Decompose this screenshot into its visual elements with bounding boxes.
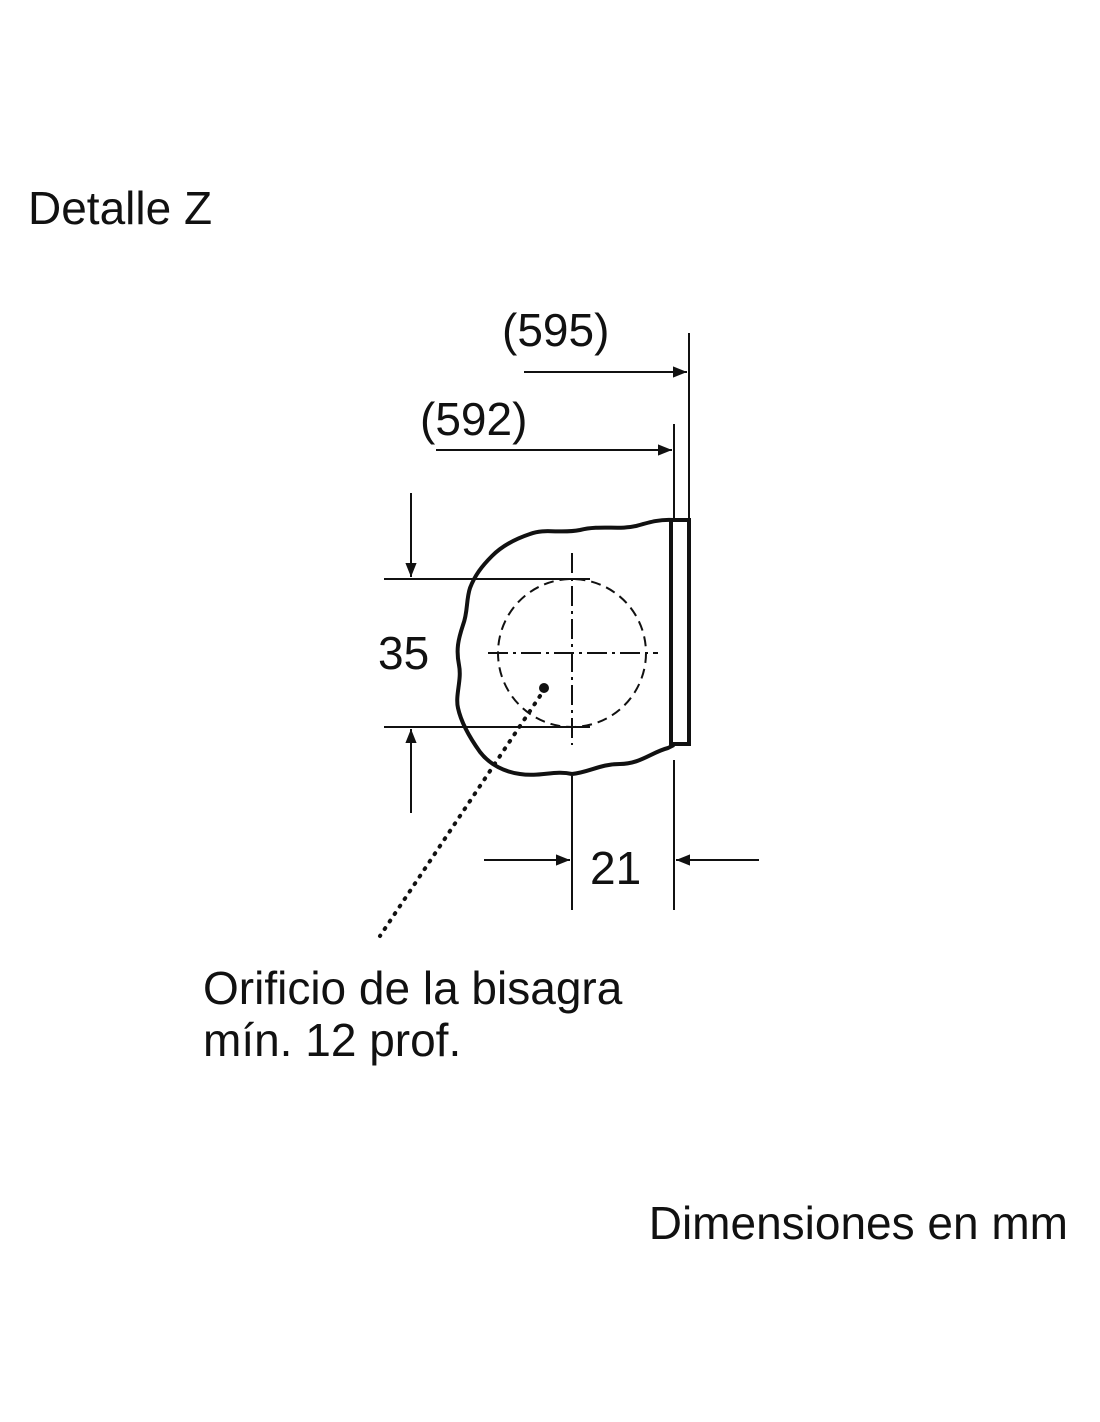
leader-line — [378, 694, 542, 938]
units-note: Dimensiones en mm — [648, 1197, 1068, 1249]
dimension-label-35: 35 — [378, 627, 430, 679]
breakout-outline — [455, 517, 675, 777]
leader-dot — [539, 683, 549, 693]
hinge-note-line-2: mín. 12 prof. — [203, 1014, 462, 1066]
dimension-label-595: (595) — [502, 304, 610, 356]
door-edge — [669, 518, 691, 746]
hinge-hole-note: Orificio de la bisagra mín. 12 prof. — [203, 962, 622, 1066]
page-title: Detalle Z — [28, 182, 213, 234]
hinge-note-line-1: Orificio de la bisagra — [203, 962, 623, 1014]
dimension-label-21: 21 — [590, 842, 642, 894]
dimension-label-592: (592) — [420, 393, 528, 445]
